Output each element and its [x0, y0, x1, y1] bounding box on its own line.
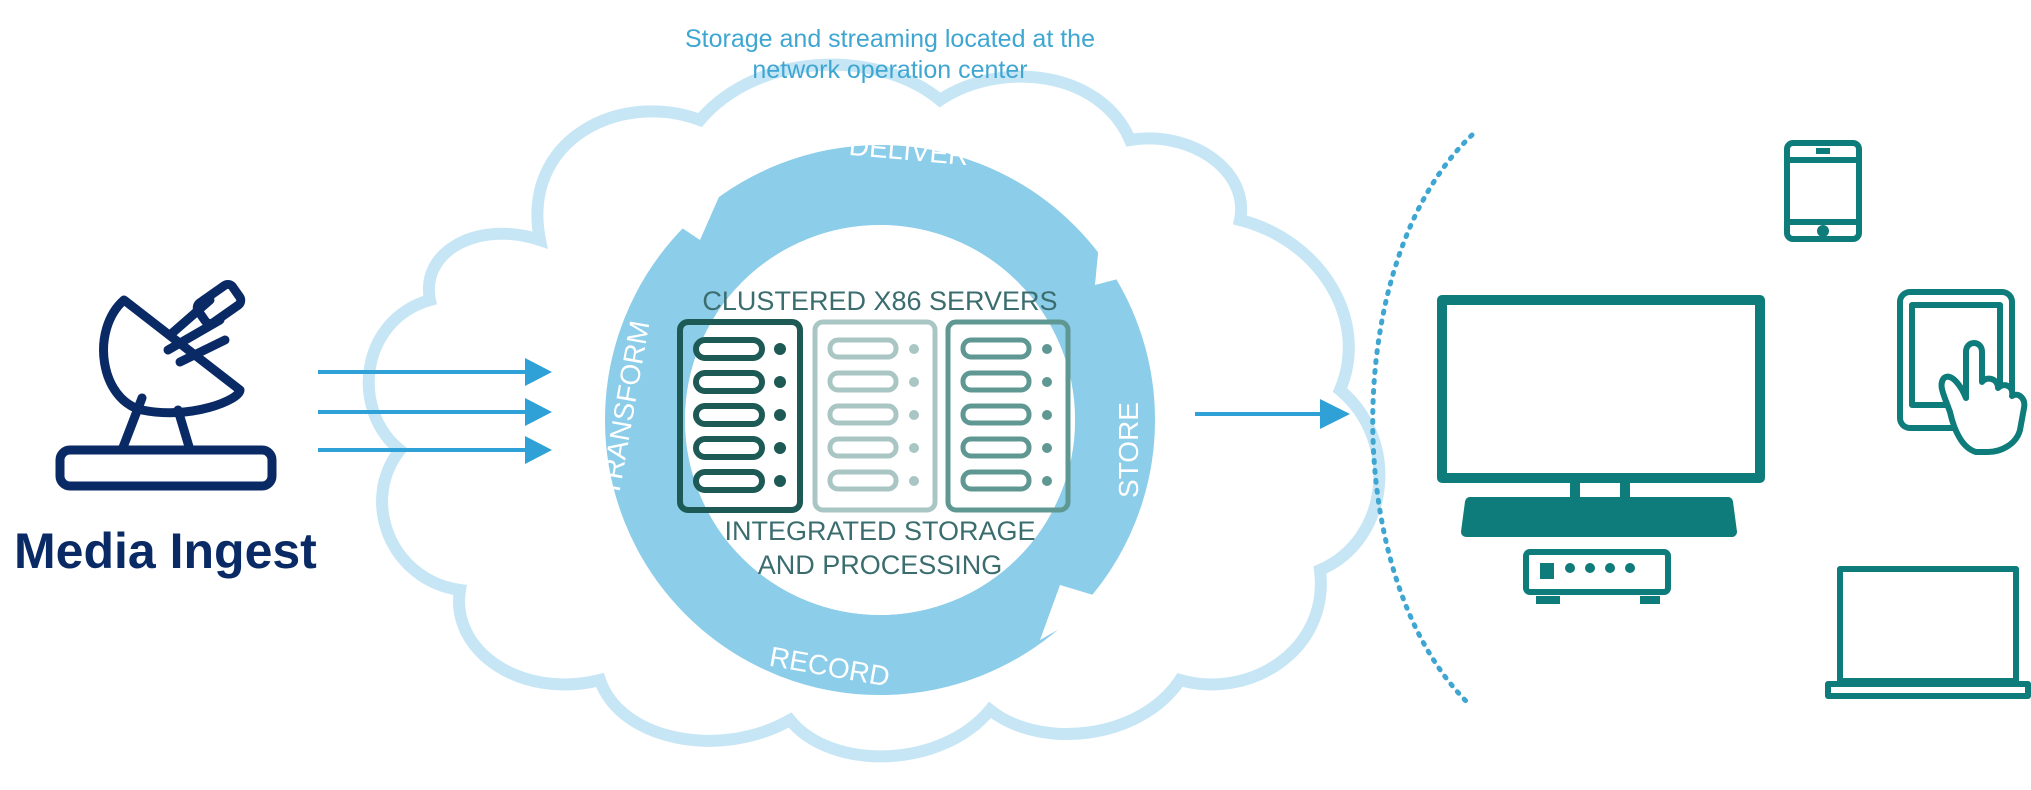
media-ingest-label: Media Ingest [14, 523, 317, 579]
caption-line-1: Storage and streaming located at the [685, 25, 1095, 53]
satellite-dish-icon [55, 279, 277, 491]
smartphone-icon [1784, 140, 1862, 242]
set-top-box-icon [1523, 549, 1671, 604]
network-boundary [1370, 132, 1475, 708]
monitor-icon [1437, 295, 1765, 537]
delivery-arrow [1195, 399, 1350, 429]
laptop-icon [1825, 566, 2031, 699]
caption-line-2: network operation center [752, 56, 1028, 84]
ingest-arrows [318, 358, 552, 464]
tablet-touch-icon [1897, 289, 2028, 455]
storage-label-line-2: AND PROCESSING [757, 550, 1003, 580]
server-rack-icon [677, 319, 1071, 513]
stage-store: STORE [1113, 402, 1144, 498]
cloud-shape [362, 58, 1386, 763]
noc-caption: Storage and streaming located at the net… [600, 24, 1180, 86]
storage-label-line-1: INTEGRATED STORAGE [724, 516, 1036, 546]
servers-title: CLUSTERED X86 SERVERS [702, 286, 1058, 316]
